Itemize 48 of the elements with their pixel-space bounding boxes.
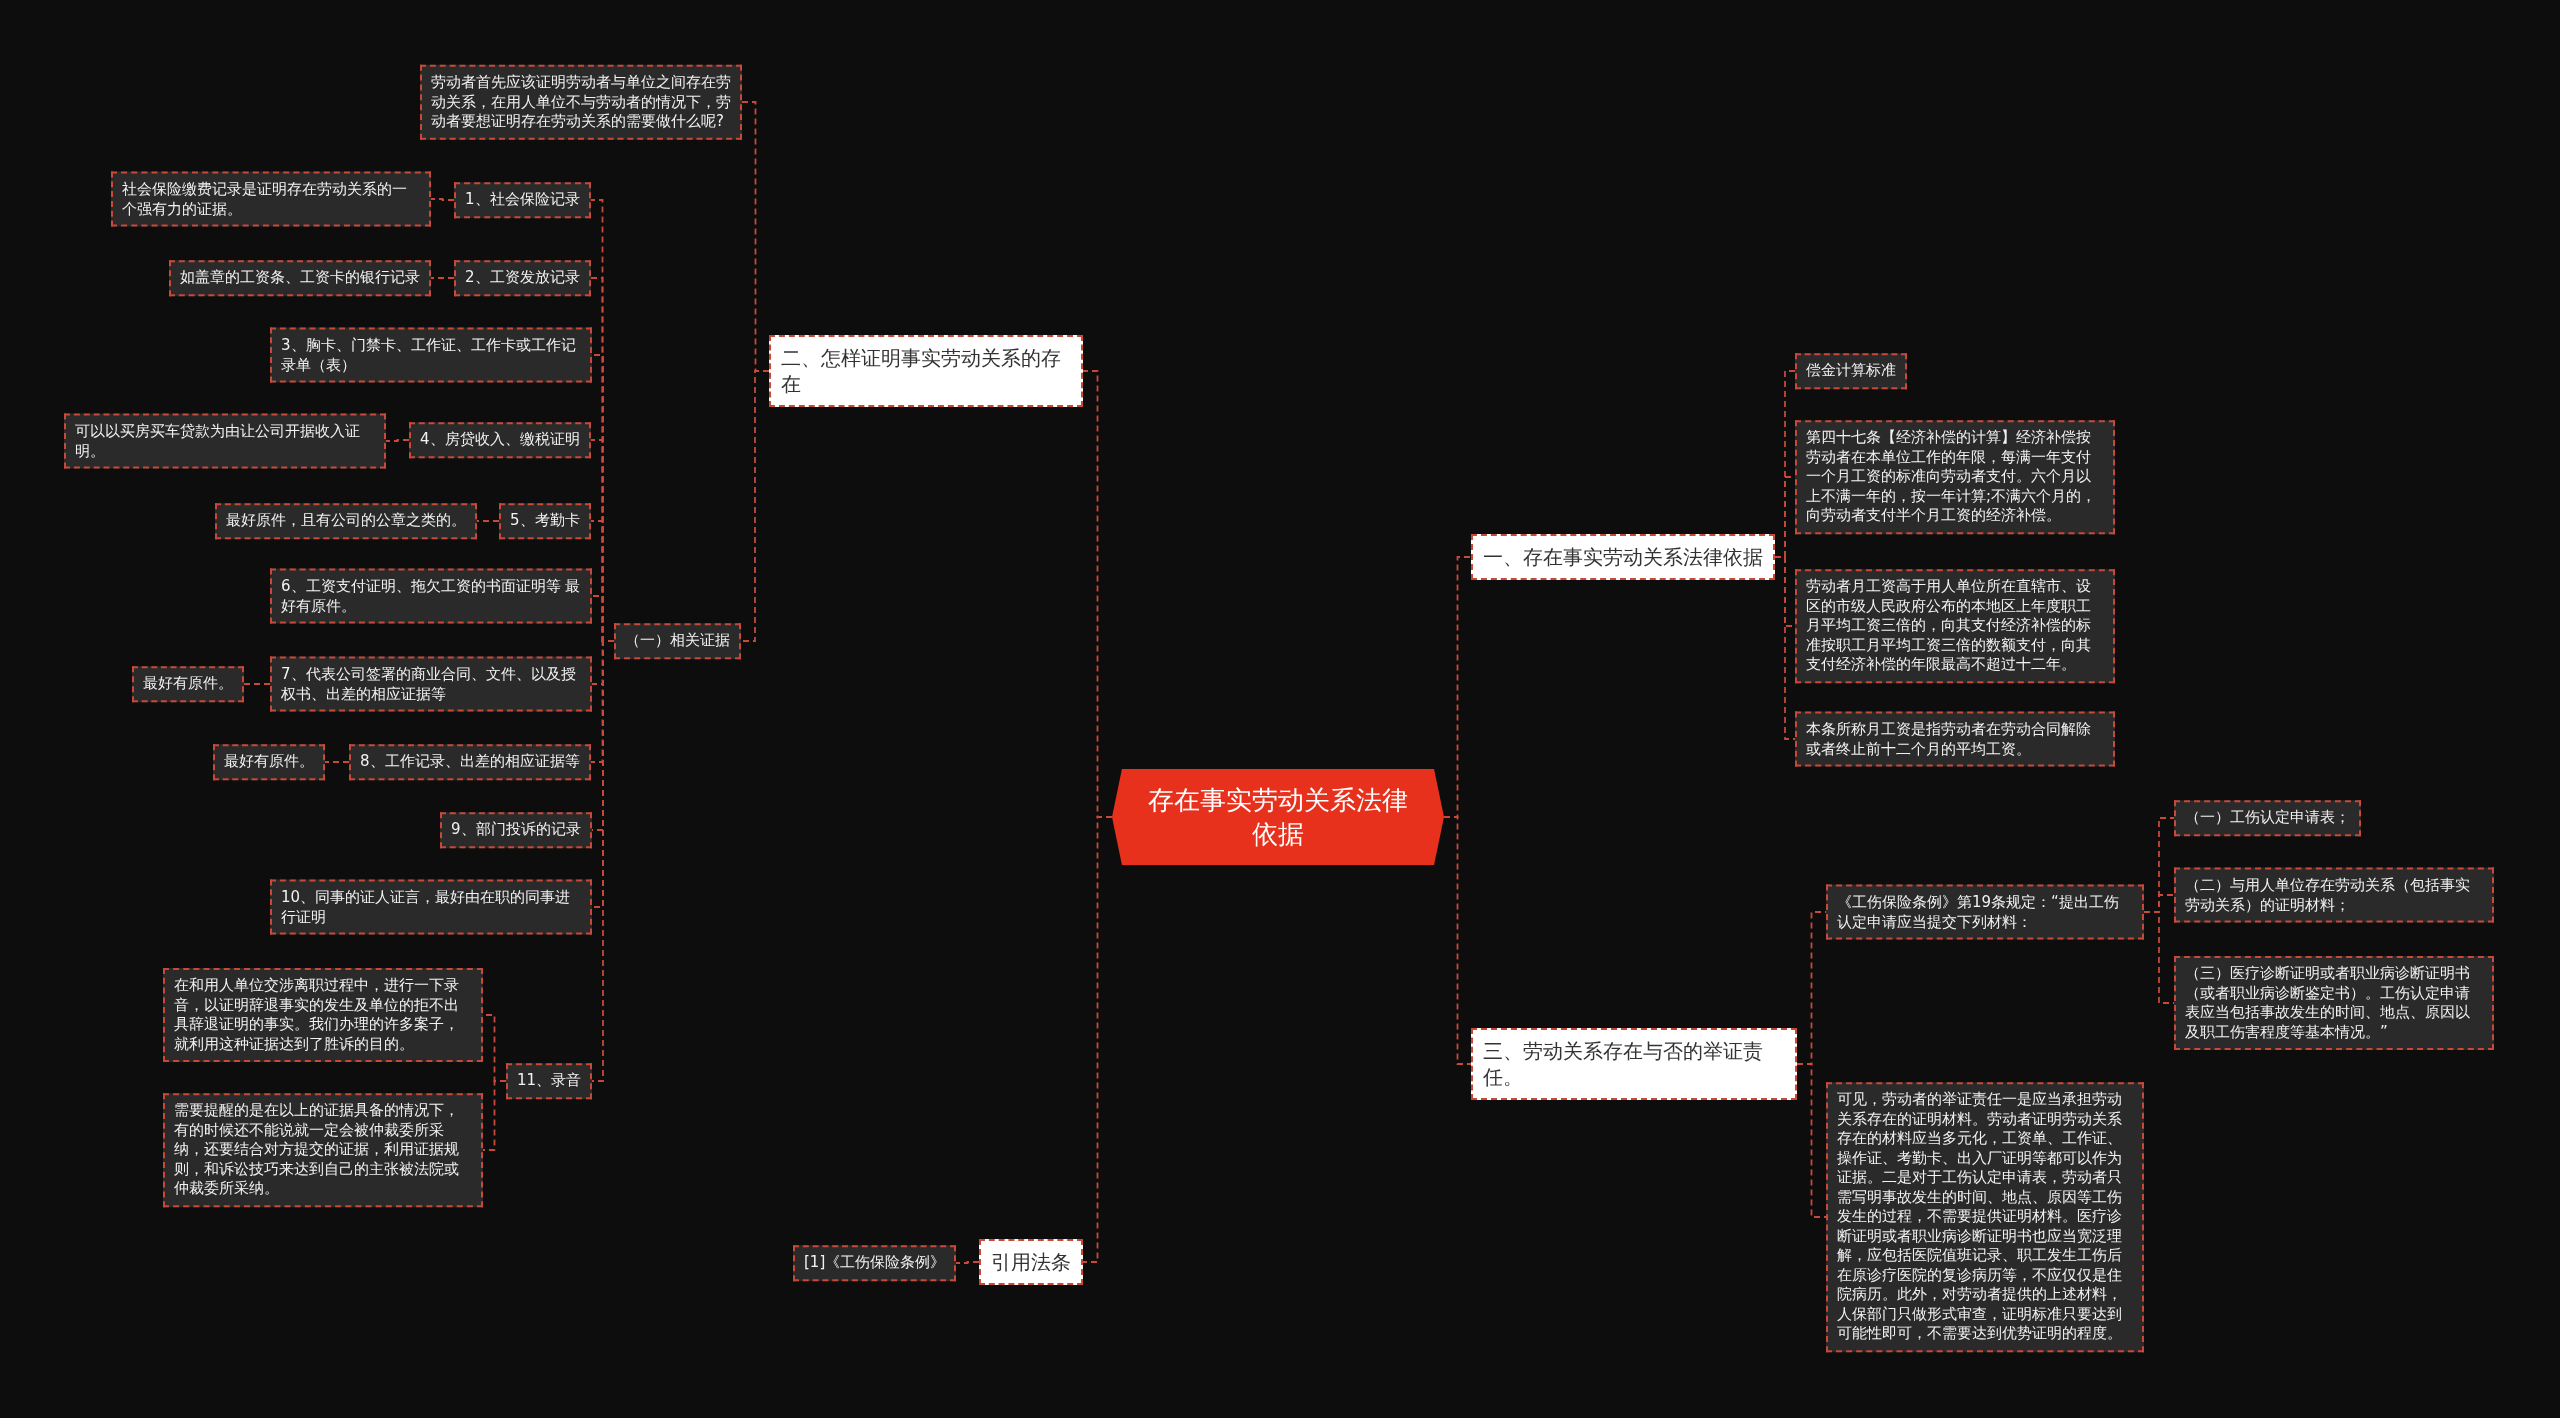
connector-line (482, 1080, 507, 1151)
topic-box: 4、房贷收入、缴税证明 (409, 422, 591, 458)
connector-line (243, 683, 271, 685)
topic-box: [1]《工伤保险条例》 (793, 1245, 957, 1281)
topic-box: 如盖章的工资条、工资卡的银行记录 (169, 260, 431, 296)
topic-box: 11、录音 (506, 1063, 593, 1099)
topic-box: 本条所称月工资是指劳动者在劳动合同解除或者终止前十二个月的平均工资。 (1795, 711, 2115, 767)
topic-box: （三）医疗诊断证明或者职业病诊断证明书（或者职业病诊断鉴定书）。工伤认定申请表应当包括事故发生的时间、地点、原因以及职工伤害程度等基本情况。” (2174, 956, 2494, 1050)
topic-box: 2、工资发放记录 (454, 260, 591, 296)
topic-box: 可以以买房买车贷款为由让公司开据收入证明。 (64, 413, 386, 469)
connector-line (1796, 1063, 1827, 1218)
topic-box: 偿金计算标准 (1795, 353, 1907, 389)
topic-box: 第四十七条【经济补偿的计算】经济补偿按劳动者在本单位工作的年限，每满一年支付一个月工资的标准向劳动者支付。六个月以上不满一年的，按一年计算;不满六个月的，向劳动者支付半个月工资的经济补偿。 (1795, 420, 2115, 534)
branch-topic: 二、怎样证明事实劳动关系的存在 (769, 335, 1083, 407)
topic-box: 可见，劳动者的举证责任一是应当承担劳动关系存在的证明材料。劳动者证明劳动关系存在的材料应当多元化，工资单、工作证、操作证、考勤卡、出入厂证明等都可以作为证据。二是对于工伤认定申请表，劳动者只需写明事故发生的时间、地点、原因等工伤发生的过程，不需要提供证明材料。医疗诊断证明或者职业病诊断证明书也应当宽泛理解，应包括医院值班记录、职工发生工伤后在原诊疗医院的复诊病历等，不应仅仅是住院病历。此外，对劳动者提供的上述材料，人保部门只做形式审查，证明标准只要达到可能性即可，不需要达到优势证明的程度。 (1826, 1082, 2144, 1352)
branch-topic: 引用法条 (979, 1239, 1083, 1285)
topic-box: 社会保险缴费记录是证明存在劳动关系的一个强有力的证据。 (111, 171, 431, 227)
topic-box: 最好原件，且有公司的公章之类的。 (215, 503, 477, 539)
connector-line (430, 277, 455, 279)
topic-box: （一）工伤认定申请表； (2174, 800, 2361, 836)
topic-box: 3、胸卡、门禁卡、工作证、工作卡或工作记录单（表） (270, 327, 592, 383)
topic-box: 1、社会保险记录 (454, 182, 591, 218)
topic-box: 劳动者首先应该证明劳动者与单位之间存在劳动关系，在用人单位不与劳动者的情况下，劳动者要想证明存在劳动关系的需要做什么呢? (420, 64, 742, 140)
connector-line (430, 198, 455, 201)
topic-box: 5、考勤卡 (499, 503, 591, 539)
topic-box: 7、代表公司签署的商业合同、文件、以及授权书、出差的相应证据等 (270, 656, 592, 712)
topic-box: 最好有原件。 (213, 744, 325, 780)
connector-line (1774, 556, 1796, 740)
branch-topic: 三、劳动关系存在与否的举证责任。 (1471, 1028, 1797, 1100)
central-topic: 存在事实劳动关系法律依据 (1112, 769, 1444, 865)
topic-box: 9、部门投诉的记录 (440, 812, 592, 848)
connector-line (1443, 816, 1472, 1065)
connector-line (385, 439, 410, 442)
topic-box: 劳动者月工资高于用人单位所在直辖市、设区的市级人民政府公布的本地区上年度职工月平均工资三倍的，向其支付经济补偿的标准按职工月平均工资三倍的数额支付，向其支付经济补偿的年限最高不超过十二年。 (1795, 569, 2115, 683)
topic-box: 8、工作记录、出差的相应证据等 (349, 744, 591, 780)
topic-box: 10、同事的证人证言，最好由在职的同事进行证明 (270, 879, 592, 935)
topic-box: 需要提醒的是在以上的证据具备的情况下，有的时候还不能说就一定会被仲裁委所采纳，还要结合对方提交的证据，利用证据规则，和诉讼技巧来达到自己的主张被法院或仲裁委所采纳。 (163, 1093, 483, 1207)
connector-line (324, 761, 350, 763)
topic-box: （二）与用人单位存在劳动关系（包括事实劳动关系）的证明材料； (2174, 867, 2494, 923)
topic-box: 在和用人单位交涉离职过程中，进行一下录音，以证明辞退事实的发生及单位的拒不出具辞退证明的事实。我们办理的许多案子，就利用这种证据达到了胜诉的目的。 (163, 968, 483, 1062)
topic-box: 最好有原件。 (132, 666, 244, 702)
topic-box: （一）相关证据 (614, 623, 741, 659)
topic-box: 《工伤保险条例》第19条规定：“提出工伤认定申请应当提交下列材料： (1826, 884, 2144, 940)
topic-box: 6、工资支付证明、拖欠工资的书面证明等 最好有原件。 (270, 568, 592, 624)
connector-line (740, 370, 770, 642)
branch-topic: 一、存在事实劳动关系法律依据 (1471, 534, 1775, 580)
connector-line (955, 1261, 980, 1264)
connector-line (476, 520, 500, 522)
